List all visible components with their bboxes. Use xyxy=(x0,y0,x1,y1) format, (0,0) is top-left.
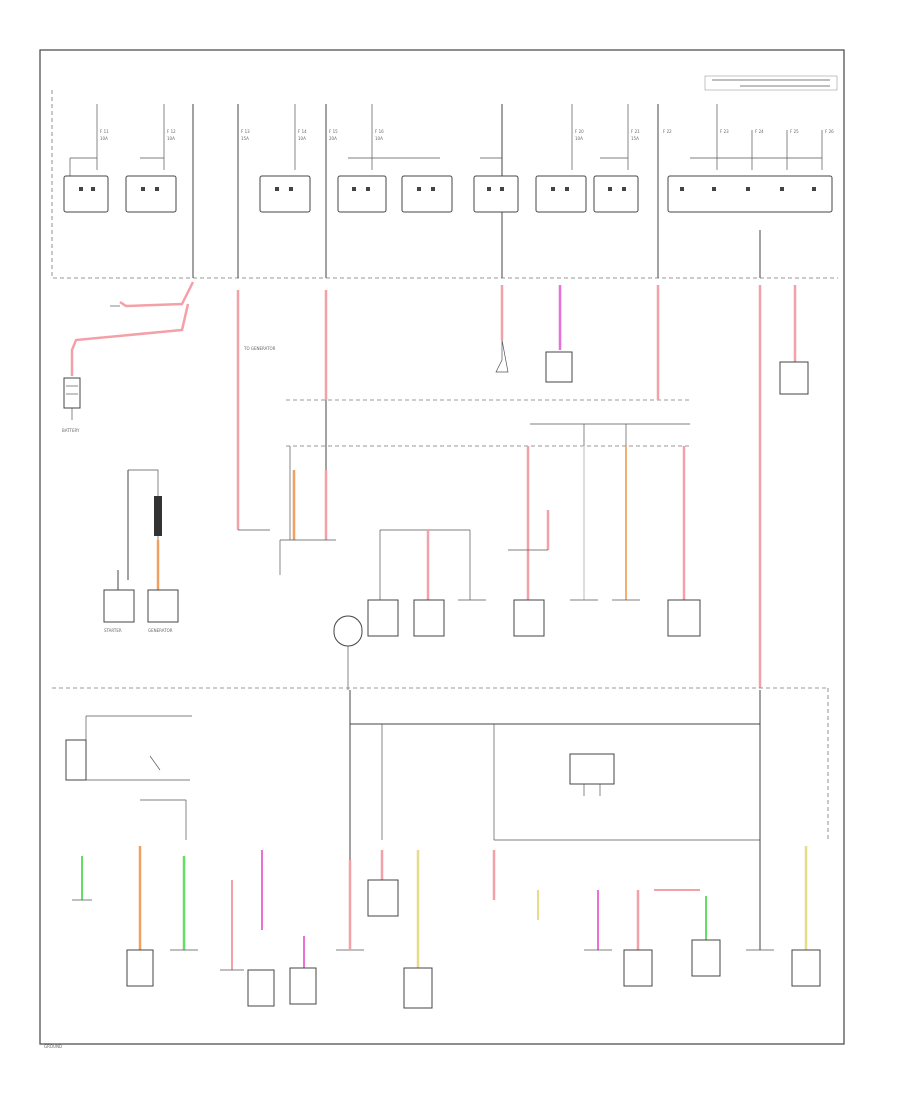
svg-text:F 21: F 21 xyxy=(631,129,640,134)
battery-icon xyxy=(63,377,81,409)
svg-text:15A: 15A xyxy=(241,136,249,141)
module-row-middle xyxy=(367,424,701,637)
svg-text:20A: 20A xyxy=(329,136,337,141)
svg-text:F 16: F 16 xyxy=(375,129,384,134)
svg-text:STARTER: STARTER xyxy=(104,628,122,633)
ignition-switch xyxy=(65,715,192,840)
svg-text:F 20: F 20 xyxy=(575,129,584,134)
svg-text:10A: 10A xyxy=(375,136,383,141)
svg-text:F 15: F 15 xyxy=(329,129,338,134)
svg-text:15A: 15A xyxy=(631,136,639,141)
component-row-bottom xyxy=(72,846,821,1009)
svg-text:10A: 10A xyxy=(167,136,175,141)
starter-circuit: STARTER GENERATOR xyxy=(103,469,179,633)
relay-row-top xyxy=(63,157,833,213)
splice-connector-icon xyxy=(333,615,363,647)
svg-text:F 26: F 26 xyxy=(825,129,834,134)
battery-circuit: BATTERY xyxy=(62,281,195,433)
svg-text:F 13: F 13 xyxy=(241,129,250,134)
svg-text:F 25: F 25 xyxy=(790,129,799,134)
svg-text:GENERATOR: GENERATOR xyxy=(148,628,173,633)
svg-text:F 24: F 24 xyxy=(755,129,764,134)
ground-label: GROUND xyxy=(44,1044,62,1049)
svg-text:10A: 10A xyxy=(575,136,583,141)
fuse-box-header xyxy=(704,75,838,91)
svg-text:10A: 10A xyxy=(298,136,306,141)
diagram-frame xyxy=(39,49,845,1045)
svg-text:F 14: F 14 xyxy=(298,129,307,134)
svg-text:F 11: F 11 xyxy=(100,129,109,134)
svg-text:10A: 10A xyxy=(100,136,108,141)
svg-text:BATTERY: BATTERY xyxy=(62,428,80,433)
svg-text:F 12: F 12 xyxy=(167,129,176,134)
svg-text:TO GENERATOR: TO GENERATOR xyxy=(243,346,276,351)
svg-text:F 23: F 23 xyxy=(720,129,729,134)
svg-text:F 22: F 22 xyxy=(663,129,672,134)
